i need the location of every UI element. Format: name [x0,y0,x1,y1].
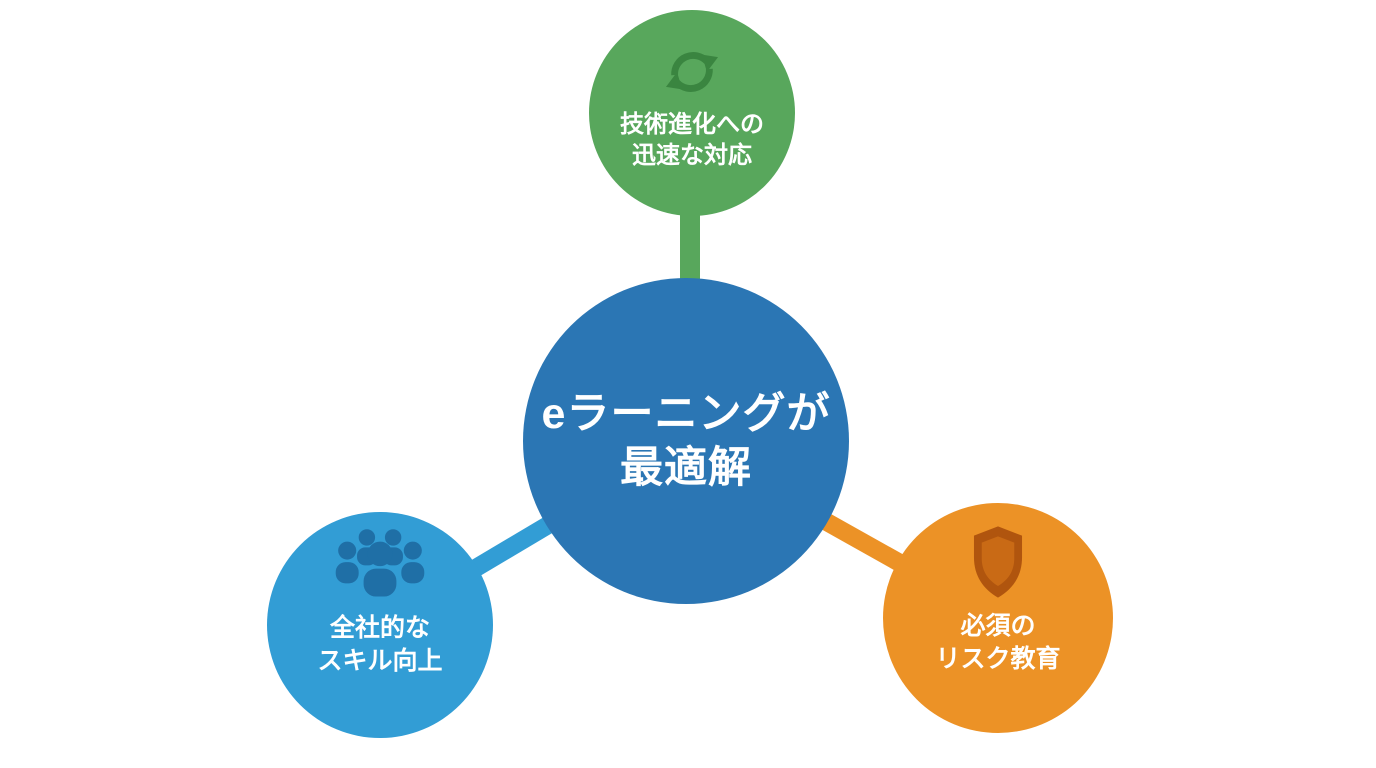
node-tech-evolution: 技術進化への 迅速な対応 [589,10,795,216]
node-label-line1: 技術進化への [620,111,764,138]
node-center-elearning: eラーニングが 最適解 [523,278,849,604]
node-label-line1: 必須の [960,612,1036,640]
node-company-skills: 全社的な スキル向上 [267,512,493,738]
node-label-line2: リスク教育 [935,644,1061,673]
people-icon-shapes [335,529,425,597]
node-label-line2: スキル向上 [317,646,443,675]
node-label-line1: 全社的な [329,614,430,642]
node-label-line2: 迅速な対応 [632,141,752,169]
refresh-icon [665,52,719,92]
center-label-line1: eラーニングが [541,389,831,438]
shield-icon [973,526,1023,598]
people-icon [335,529,425,597]
node-risk-education: 必須の リスク教育 [883,503,1113,733]
center-label-line2: 最適解 [620,444,752,492]
